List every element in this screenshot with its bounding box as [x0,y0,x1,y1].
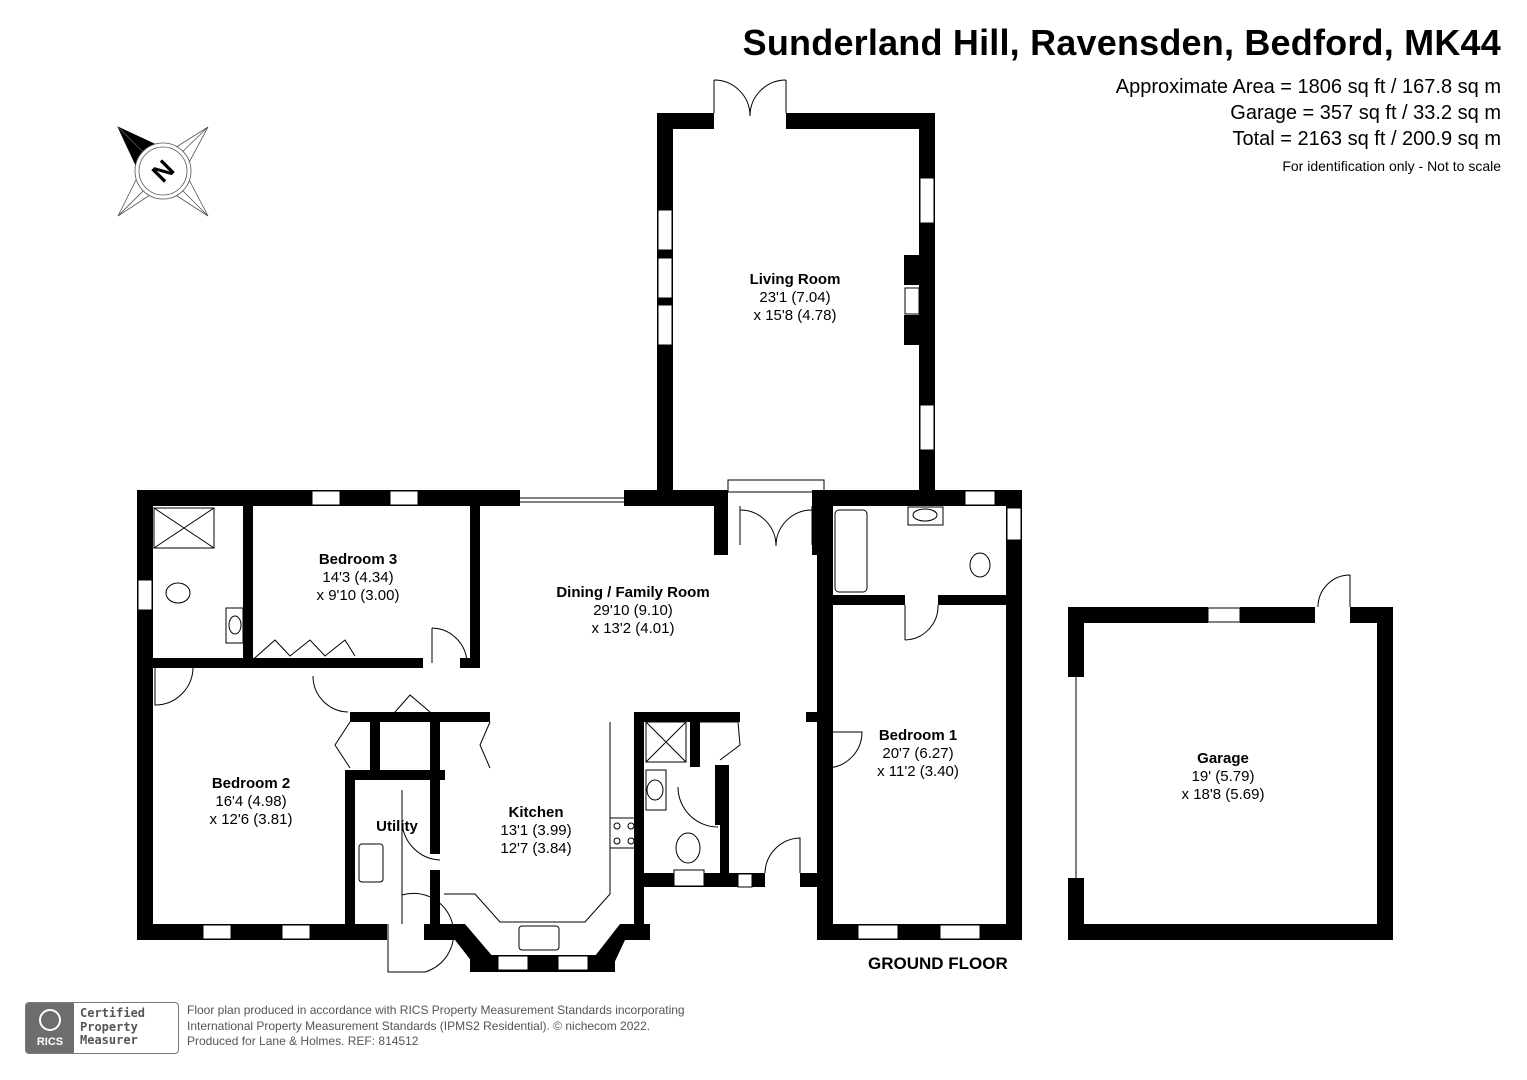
room-living-room: Living Room 23'1 (7.04) x 15'8 (4.78) [749,271,841,324]
room-bedroom-1: Bedroom 1 20'7 (6.27) x 11'2 (3.40) [877,727,959,780]
room-bedroom-3: Bedroom 3 14'3 (4.34) x 9'10 (3.00) [316,551,400,604]
floor-label: GROUND FLOOR [868,954,1008,973]
footer-notice: Floor plan produced in accordance with R… [187,1003,685,1048]
certified-label: Certified Property Measurer [80,1006,146,1047]
fixtures [153,506,991,951]
rics-logo: RICS [26,1003,74,1053]
doors [154,79,1351,973]
approximate-area: Approximate Area = 1806 sq ft / 167.8 sq… [1115,76,1501,98]
compass-north-icon: N [117,126,209,217]
garage-area: Garage = 357 sq ft / 33.2 sq m [1230,102,1501,124]
walls [137,113,1393,972]
room-kitchen: Kitchen 13'1 (3.99) 12'7 (3.84) [500,804,572,857]
property-title: Sunderland Hill, Ravensden, Bedford, MK4… [742,22,1501,63]
rics-badge: RICS Certified Property Measurer [25,1002,179,1054]
total-area: Total = 2163 sq ft / 200.9 sq m [1232,128,1502,150]
rics-lion-icon [39,1009,61,1031]
area-summary: Approximate Area = 1806 sq ft / 167.8 sq… [1116,74,1501,176]
windows [137,177,1241,971]
room-bedroom-2: Bedroom 2 16'4 (4.98) x 12'6 (3.81) [209,775,293,828]
room-utility: Utility [376,818,418,835]
scale-disclaimer: For identification only - Not to scale [1282,158,1501,174]
room-dining-family: Dining / Family Room 29'10 (9.10) x 13'2… [556,584,710,637]
room-garage: Garage 19' (5.79) x 18'8 (5.69) [1181,750,1265,803]
